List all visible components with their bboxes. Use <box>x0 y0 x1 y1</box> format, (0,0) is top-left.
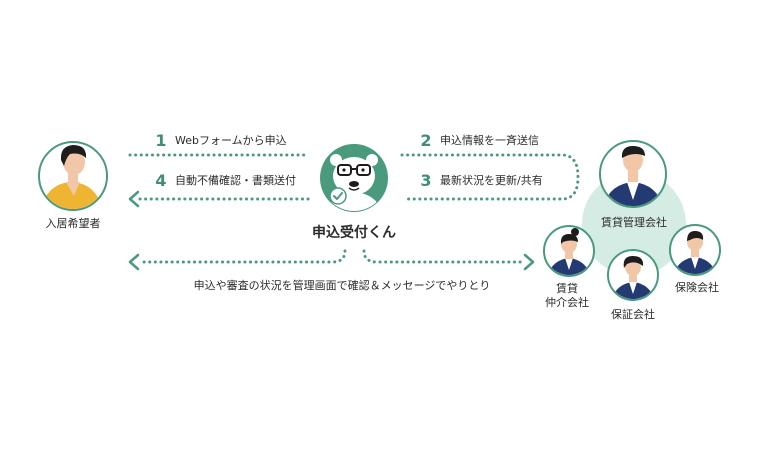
arrowhead-shared-right <box>523 253 535 271</box>
applicant-avatar <box>38 141 108 211</box>
partner-guarantee-label: 保証会社 <box>611 307 655 321</box>
step-2-label: 申込情報を一斉送信 <box>440 133 539 147</box>
step-3-label: 最新状況を更新/共有 <box>440 173 543 187</box>
step-4-number: 4 <box>155 171 166 190</box>
partner-agent-label-line1: 賃貸 <box>556 281 578 295</box>
step-2-number: 2 <box>420 131 431 150</box>
step-4-label: 自動不備確認・書類送付 <box>175 173 296 187</box>
agent-company-avatar <box>543 225 595 277</box>
management-company-avatar <box>599 140 667 208</box>
center-name: 申込受付くん <box>312 224 396 241</box>
partner-insurance-label: 保険会社 <box>675 280 719 294</box>
step-1-number: 1 <box>155 131 166 150</box>
partner-agent-label-line2: 仲介会社 <box>545 295 589 309</box>
partners-cluster-background <box>582 172 686 276</box>
arrowhead-shared-left <box>128 253 140 271</box>
check-badge-icon <box>329 187 347 205</box>
arrowhead-step-4 <box>128 190 140 208</box>
insurance-company-avatar <box>669 224 721 276</box>
applicant-label: 入居希望者 <box>46 216 101 230</box>
arrow-shared-right <box>362 249 525 264</box>
step-1-label: Webフォームから申込 <box>175 134 287 147</box>
arrow-step-2-3-loop <box>400 153 580 201</box>
shared-status-note: 申込や審査の状況を管理画面で確認＆メッセージでやりとり <box>194 278 491 292</box>
arrow-shared-left <box>138 249 347 264</box>
bear-mascot-avatar <box>320 144 388 212</box>
partner-management-label: 賃貸管理会社 <box>601 215 667 229</box>
guarantee-company-avatar <box>607 249 659 301</box>
step-3-number: 3 <box>420 171 431 190</box>
